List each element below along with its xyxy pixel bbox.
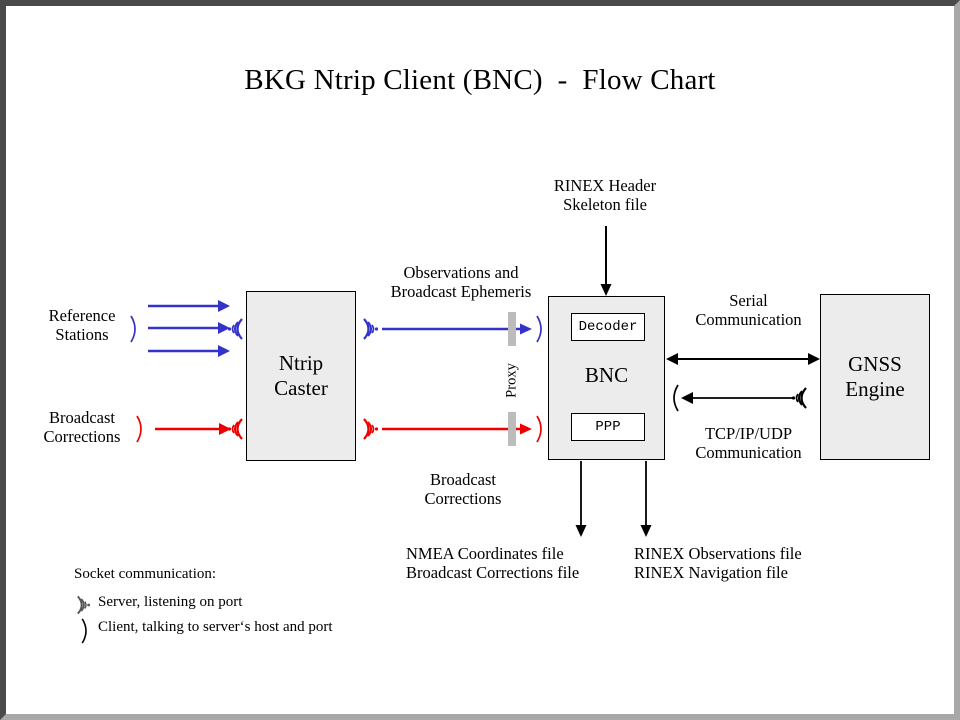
client-paren-icon-bnc-obs [535,314,547,349]
arrow-reference-station-1 [148,296,232,321]
server-antenna-icon-caster-out-corr [360,414,380,449]
legend-client-paren-icon [80,617,92,650]
legend-server-antenna-icon [72,592,94,623]
client-paren-icon-bnc-corr [535,414,547,449]
arrow-bnc-output-right [636,461,656,544]
reference-stations-label: Reference Stations [48,306,116,344]
legend-heading: Socket communication: [74,566,217,582]
node-gnss-engine[interactable]: GNSS Engine [820,294,930,460]
server-antenna-icon-caster-in-corr [226,414,246,449]
proxy-bar-upper [508,312,516,346]
proxy-bar-lower [508,412,516,446]
output-files-left-label: NMEA Coordinates file Broadcast Correcti… [406,544,580,582]
arrow-rinex-header-to-bnc [596,226,616,303]
tcpip-communication-label: TCP/IP/UDP Communication [695,424,802,462]
client-paren-icon-reference-stations [129,314,141,344]
node-ntrip-caster[interactable]: Ntrip Caster [246,291,356,461]
proxy-label: Proxy [503,363,520,398]
arrow-reference-station-3 [148,341,232,366]
output-files-right-label: RINEX Observations file RINEX Navigation… [634,544,802,582]
node-bnc[interactable]: Decoder BNC PPP [548,296,665,460]
page-title: BKG Ntrip Client (BNC) - Flow Chart [244,64,716,96]
bnc-decoder-box[interactable]: Decoder [571,313,645,341]
legend-client-label: Client, talking to server‘s host and por… [98,619,333,635]
bnc-ppp-box[interactable]: PPP [571,413,645,441]
observations-flow-label: Observations and Broadcast Ephemeris [390,263,532,301]
arrow-tcpip-to-bnc [681,389,793,412]
client-paren-icon-broadcast-corrections [135,414,147,444]
arrow-reference-station-2 [148,318,232,343]
arrow-broadcast-corrections-in [155,419,233,444]
legend-server-label: Server, listening on port [98,594,243,610]
arrow-bnc-output-left [571,461,591,544]
arrow-corrections-to-bnc [382,419,534,444]
broadcast-corrections-flow-label: Broadcast Corrections [424,470,502,508]
broadcast-corrections-source-label: Broadcast Corrections [43,408,121,446]
server-antenna-icon-caster-in-obs [226,314,246,349]
server-antenna-icon-caster-out-obs [360,314,380,349]
server-antenna-icon-gnss [790,383,810,418]
bnc-label: BNC [584,363,629,387]
arrow-serial-bidirectional [666,350,820,373]
client-paren-icon-tcpip [668,383,680,418]
serial-communication-label: Serial Communication [695,291,802,329]
arrow-observations-to-bnc [382,319,534,344]
rinex-header-label: RINEX Header Skeleton file [553,176,657,214]
